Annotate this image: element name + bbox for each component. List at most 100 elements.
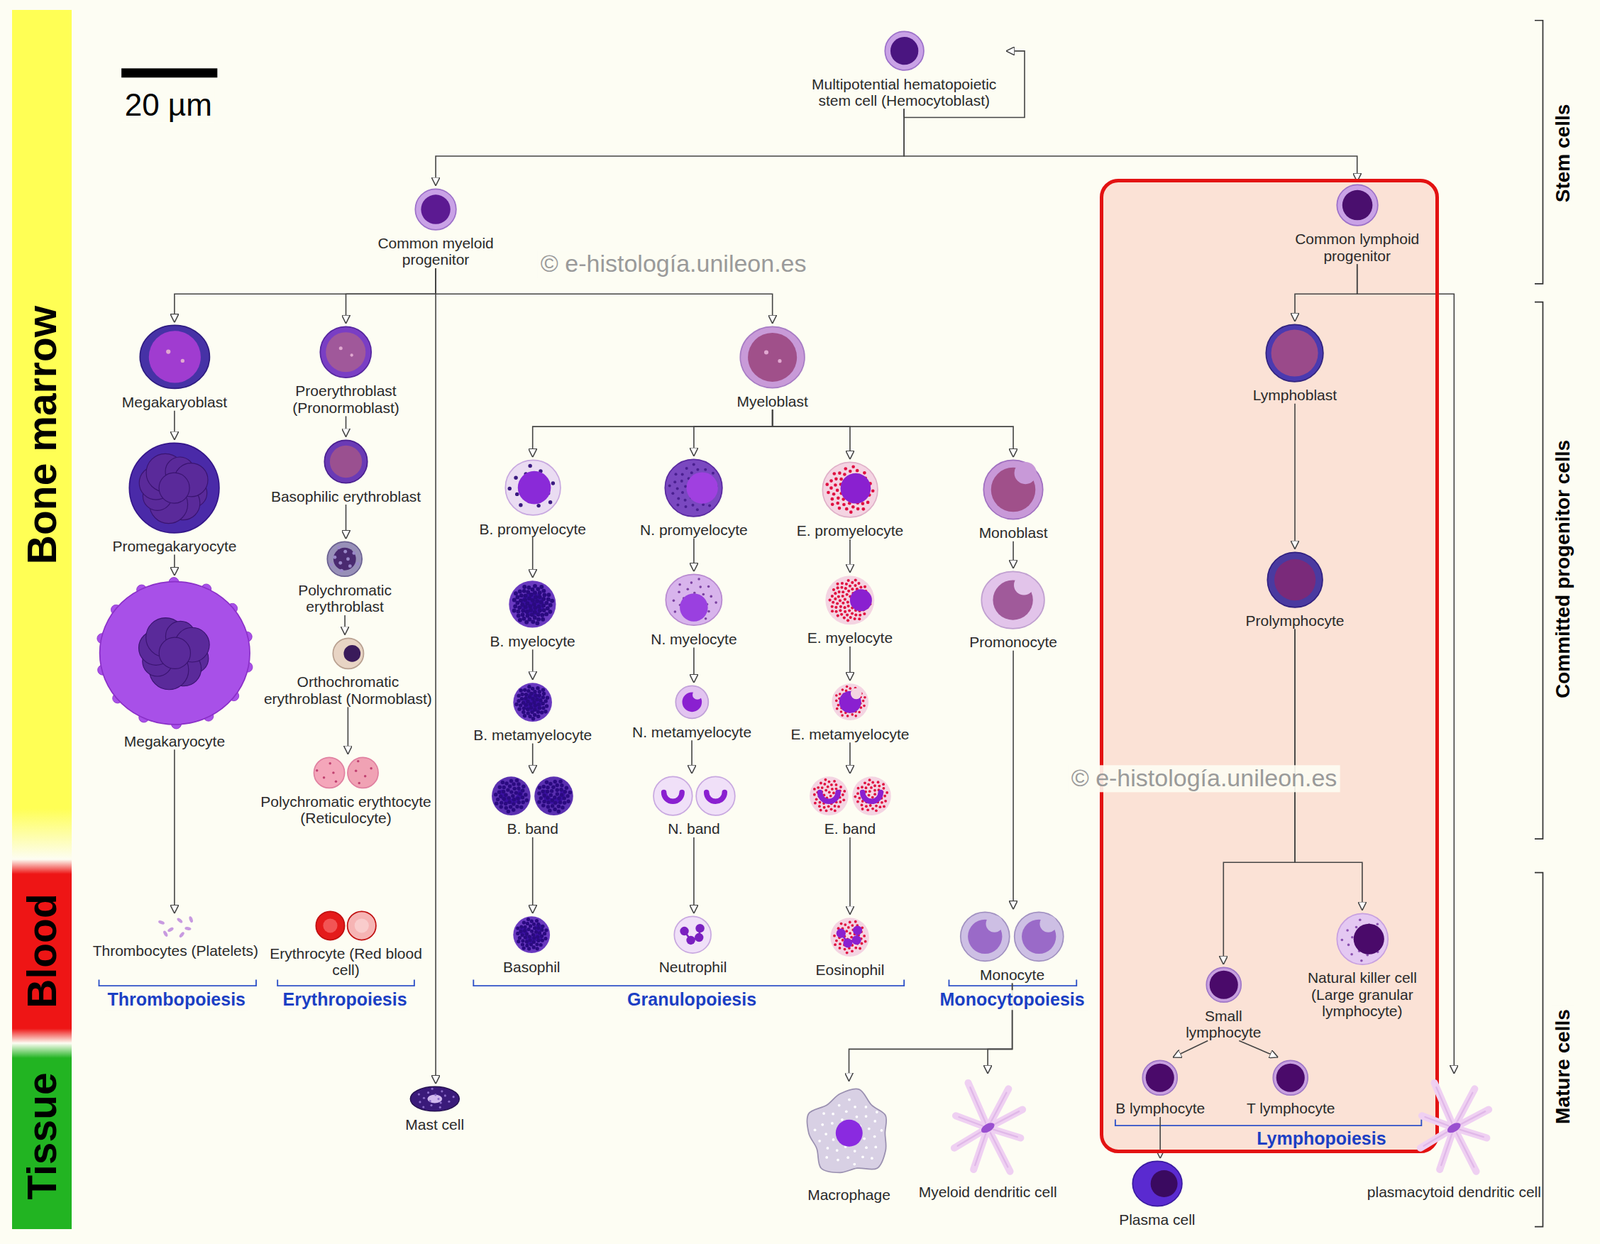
lineage-arrow xyxy=(1238,1040,1278,1058)
cell-node: Mast cell xyxy=(405,1083,465,1134)
cell-drawing xyxy=(329,635,367,672)
granule xyxy=(836,496,841,501)
granule xyxy=(837,805,841,809)
granule xyxy=(542,691,546,696)
cytoplasm xyxy=(1206,967,1241,1002)
granule xyxy=(840,612,843,616)
granule xyxy=(523,696,528,700)
cytoplasm xyxy=(410,1087,460,1112)
cytoplasm xyxy=(512,916,550,953)
granule xyxy=(838,946,842,950)
granule xyxy=(833,483,838,487)
granule xyxy=(708,503,711,507)
granule xyxy=(344,549,348,554)
nucleus xyxy=(1446,1120,1463,1135)
granule xyxy=(529,691,533,695)
granule xyxy=(507,796,511,800)
granule xyxy=(845,1109,848,1113)
granule xyxy=(542,592,548,597)
cell-node: B. myelocyte xyxy=(490,577,576,650)
granule xyxy=(674,610,677,614)
granule xyxy=(519,593,524,598)
nucleus xyxy=(705,792,725,802)
granule xyxy=(429,1104,433,1107)
cytoplasm xyxy=(675,685,709,719)
cell-label: Monoblast xyxy=(979,524,1048,542)
granule xyxy=(531,933,535,937)
cell-node: Basophilic erythroblast xyxy=(271,437,421,506)
granule xyxy=(839,605,843,609)
watermark: © e-histología.unileon.es xyxy=(1068,765,1341,792)
cell-label: Megakaryocyte xyxy=(93,732,257,750)
granule xyxy=(515,931,520,936)
granule xyxy=(827,780,831,784)
granule xyxy=(527,684,531,689)
cell-node: Prolymphocyte xyxy=(1245,549,1345,630)
platelet xyxy=(178,930,185,939)
cell-label: N. band xyxy=(648,820,741,838)
granule xyxy=(532,700,536,704)
granule xyxy=(535,620,540,626)
granule xyxy=(542,596,547,601)
cell-label: N. myelocyte xyxy=(650,630,737,648)
granule xyxy=(819,781,823,785)
lineage-arrow xyxy=(849,646,851,681)
granule xyxy=(532,935,536,940)
granule xyxy=(825,1155,829,1159)
granule xyxy=(550,798,555,802)
region-band: Bone marrow xyxy=(12,9,71,860)
granule xyxy=(835,501,840,506)
granule xyxy=(334,779,338,782)
cytoplasm xyxy=(347,911,377,940)
granule xyxy=(545,605,550,611)
nucleus-lobe xyxy=(843,938,853,948)
granule xyxy=(509,779,513,783)
granule xyxy=(851,505,855,509)
granule xyxy=(520,795,525,799)
granule xyxy=(1350,935,1354,939)
granule xyxy=(711,471,715,475)
cell-node: E. band xyxy=(804,773,897,838)
granule xyxy=(535,935,540,939)
granule xyxy=(525,620,530,625)
granule xyxy=(548,609,553,614)
granule xyxy=(862,1136,866,1140)
granule xyxy=(849,931,853,935)
cytoplasm xyxy=(806,1088,887,1173)
granule xyxy=(533,594,538,599)
lineage-arrow xyxy=(346,268,437,324)
granule xyxy=(532,925,537,930)
dendrite xyxy=(969,1087,988,1128)
granule xyxy=(541,803,545,807)
granule xyxy=(520,691,524,696)
granule xyxy=(866,500,870,505)
granule xyxy=(543,936,548,941)
granule xyxy=(518,503,523,507)
granule xyxy=(542,799,547,804)
granule xyxy=(369,767,372,770)
granule xyxy=(542,608,547,613)
granule xyxy=(529,942,533,947)
cytoplasm xyxy=(674,916,712,953)
cytoplasm xyxy=(415,188,457,230)
region-band: Blood xyxy=(12,859,71,1044)
group-bracket xyxy=(473,979,904,987)
granule xyxy=(829,486,833,491)
granule xyxy=(842,798,846,802)
cell-center xyxy=(322,918,338,933)
granule xyxy=(830,609,834,613)
granule xyxy=(867,778,871,782)
granule xyxy=(530,686,535,691)
granule xyxy=(502,785,506,790)
granule xyxy=(839,477,843,482)
granule xyxy=(834,605,838,609)
granule xyxy=(451,1095,455,1098)
granule xyxy=(547,500,552,504)
nucleolus xyxy=(339,346,343,350)
dendrite xyxy=(1434,1082,1455,1128)
cell-drawing xyxy=(1139,1057,1181,1099)
cell-drawing xyxy=(822,572,878,628)
cell-drawing xyxy=(407,1083,463,1114)
granule xyxy=(539,942,543,947)
scale-label: 20 µm xyxy=(122,87,215,123)
